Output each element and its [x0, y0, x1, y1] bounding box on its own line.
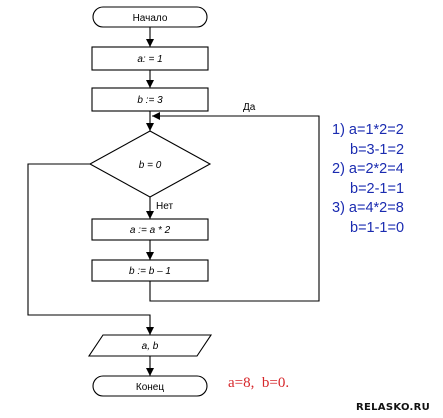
solution-line: b=3-1=2 [350, 141, 405, 158]
condition-label: b = 0 [139, 160, 162, 171]
start-label: Начало [133, 13, 168, 24]
solution-line: b=2-1=1 [350, 180, 405, 197]
arrowhead [146, 80, 154, 88]
solution-steps: 1) a=1*2=2 b=3-1=2 2) a=2*2=4 b=2-1=1 3)… [332, 121, 404, 239]
yes-branch-label: Да [243, 102, 256, 113]
step-b-label: b := b – 1 [129, 266, 171, 277]
final-answer: a=8, b=0. [228, 375, 290, 391]
no-branch-label: Нет [156, 201, 173, 212]
output-label: a, b [142, 341, 159, 352]
solution-line: b=1-1=0 [350, 219, 405, 236]
connectors [27, 27, 320, 376]
edge-condition-yes [27, 163, 151, 335]
start-terminator [92, 6, 208, 28]
solution-line: 2) a=2*2=4 [332, 161, 404, 178]
step-a-label: a := a * 2 [130, 225, 171, 236]
output-parallelogram [87, 334, 213, 357]
step-b-block [91, 259, 209, 282]
arrowhead [146, 252, 154, 260]
arrowhead [152, 112, 160, 120]
step-a-block [91, 218, 209, 241]
arrowhead [146, 368, 154, 376]
assign-a-block [91, 46, 209, 71]
assign-a-label: a: = 1 [137, 54, 162, 65]
assign-b-label: b := 3 [137, 95, 163, 106]
arrowheads [146, 39, 160, 376]
assign-b-block [91, 87, 209, 112]
arrowhead [146, 327, 154, 335]
end-terminator [92, 375, 208, 397]
arrowhead [146, 123, 154, 131]
edge-loop-back [149, 115, 320, 302]
site-watermark: RELASKO.RU [356, 402, 431, 413]
solution-line: 3) a=4*2=8 [332, 200, 404, 217]
arrowhead [146, 211, 154, 219]
arrowhead [146, 39, 154, 47]
end-label: Конец [136, 382, 164, 393]
solution-line: 1) a=1*2=2 [332, 122, 404, 138]
condition-diamond [88, 130, 212, 198]
